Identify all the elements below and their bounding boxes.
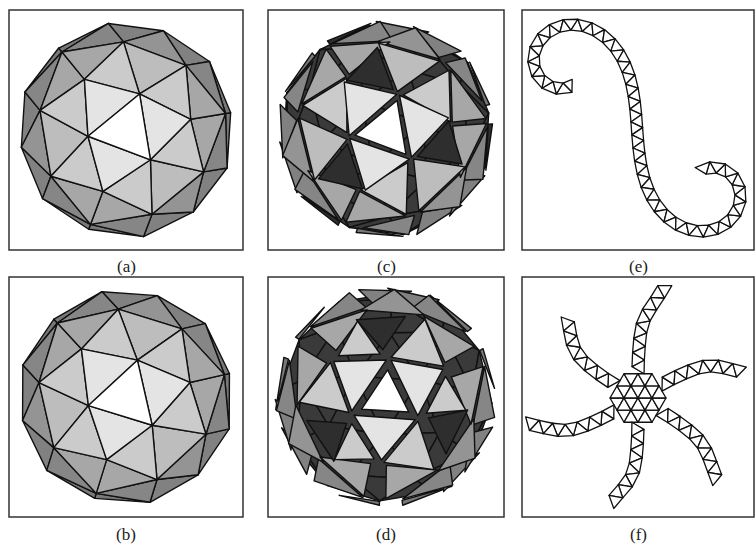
strip-triangle: [662, 371, 675, 385]
sphere-face: [303, 78, 347, 132]
strip-triangle: [733, 364, 747, 377]
sphere-face: [361, 289, 424, 315]
strip-triangle: [609, 495, 623, 508]
sphere-face: [88, 360, 152, 425]
strip-triangle: [651, 297, 665, 310]
strip-triangle: [664, 217, 676, 230]
sphere-face: [40, 79, 88, 136]
panel-label: (d): [376, 526, 396, 543]
sphere-face: [399, 95, 448, 157]
sphere-face: [414, 159, 465, 211]
strip-triangle: [611, 39, 624, 51]
sphere-face: [88, 94, 150, 160]
strip-triangle: [608, 373, 620, 387]
strip-triangle: [668, 416, 681, 430]
strip-triangle: [538, 25, 550, 38]
strip-triangle: [725, 164, 738, 177]
sphere-face: [347, 47, 394, 90]
sphere-face: [429, 410, 468, 454]
unfolding-sphere: [280, 21, 493, 236]
strip-triangle: [695, 162, 710, 174]
strip-triangle: [708, 472, 722, 485]
strip-triangle: [645, 374, 659, 386]
strip-triangle: [526, 417, 539, 430]
sphere-face: [354, 415, 415, 460]
geodesic-sphere: [23, 292, 230, 503]
sphere-face: [186, 65, 226, 119]
strip-triangle: [698, 435, 712, 448]
triangle-strip: [528, 19, 746, 237]
panel-frame: [268, 10, 504, 250]
sphere-face: [386, 465, 437, 498]
panel-label: (a): [117, 258, 136, 275]
panel-label: (c): [377, 258, 396, 275]
geodesic-sphere: [21, 23, 230, 236]
panel-label: (f): [630, 526, 647, 543]
sphere-face: [391, 319, 443, 366]
sphere-face: [362, 370, 409, 412]
sphere-face: [338, 321, 380, 356]
panel-frame: [9, 10, 243, 250]
unfolding-sphere: [275, 288, 494, 505]
strip-triangle: [658, 286, 672, 298]
strip-triangle: [647, 189, 660, 200]
triangle-star: [526, 286, 747, 509]
sphere-face: [355, 101, 406, 155]
panel-frame: [268, 277, 504, 517]
panel-label: (b): [116, 526, 136, 543]
strip-triangle: [561, 317, 574, 331]
sphere-face: [451, 70, 486, 122]
strip-triangle: [617, 50, 630, 62]
strip-triangle: [532, 76, 545, 89]
strip-triangle: [656, 409, 668, 423]
panel-frame: [9, 277, 243, 517]
sphere-face: [39, 349, 88, 406]
panel-frame: [522, 277, 754, 517]
panel-label: (e): [629, 258, 648, 275]
panel-frame: [522, 10, 754, 250]
sphere-face: [320, 457, 371, 496]
strip-triangle: [652, 398, 666, 410]
strip-triangle: [643, 309, 657, 321]
strip-triangle: [601, 411, 614, 425]
strip-triangle: [728, 215, 741, 228]
